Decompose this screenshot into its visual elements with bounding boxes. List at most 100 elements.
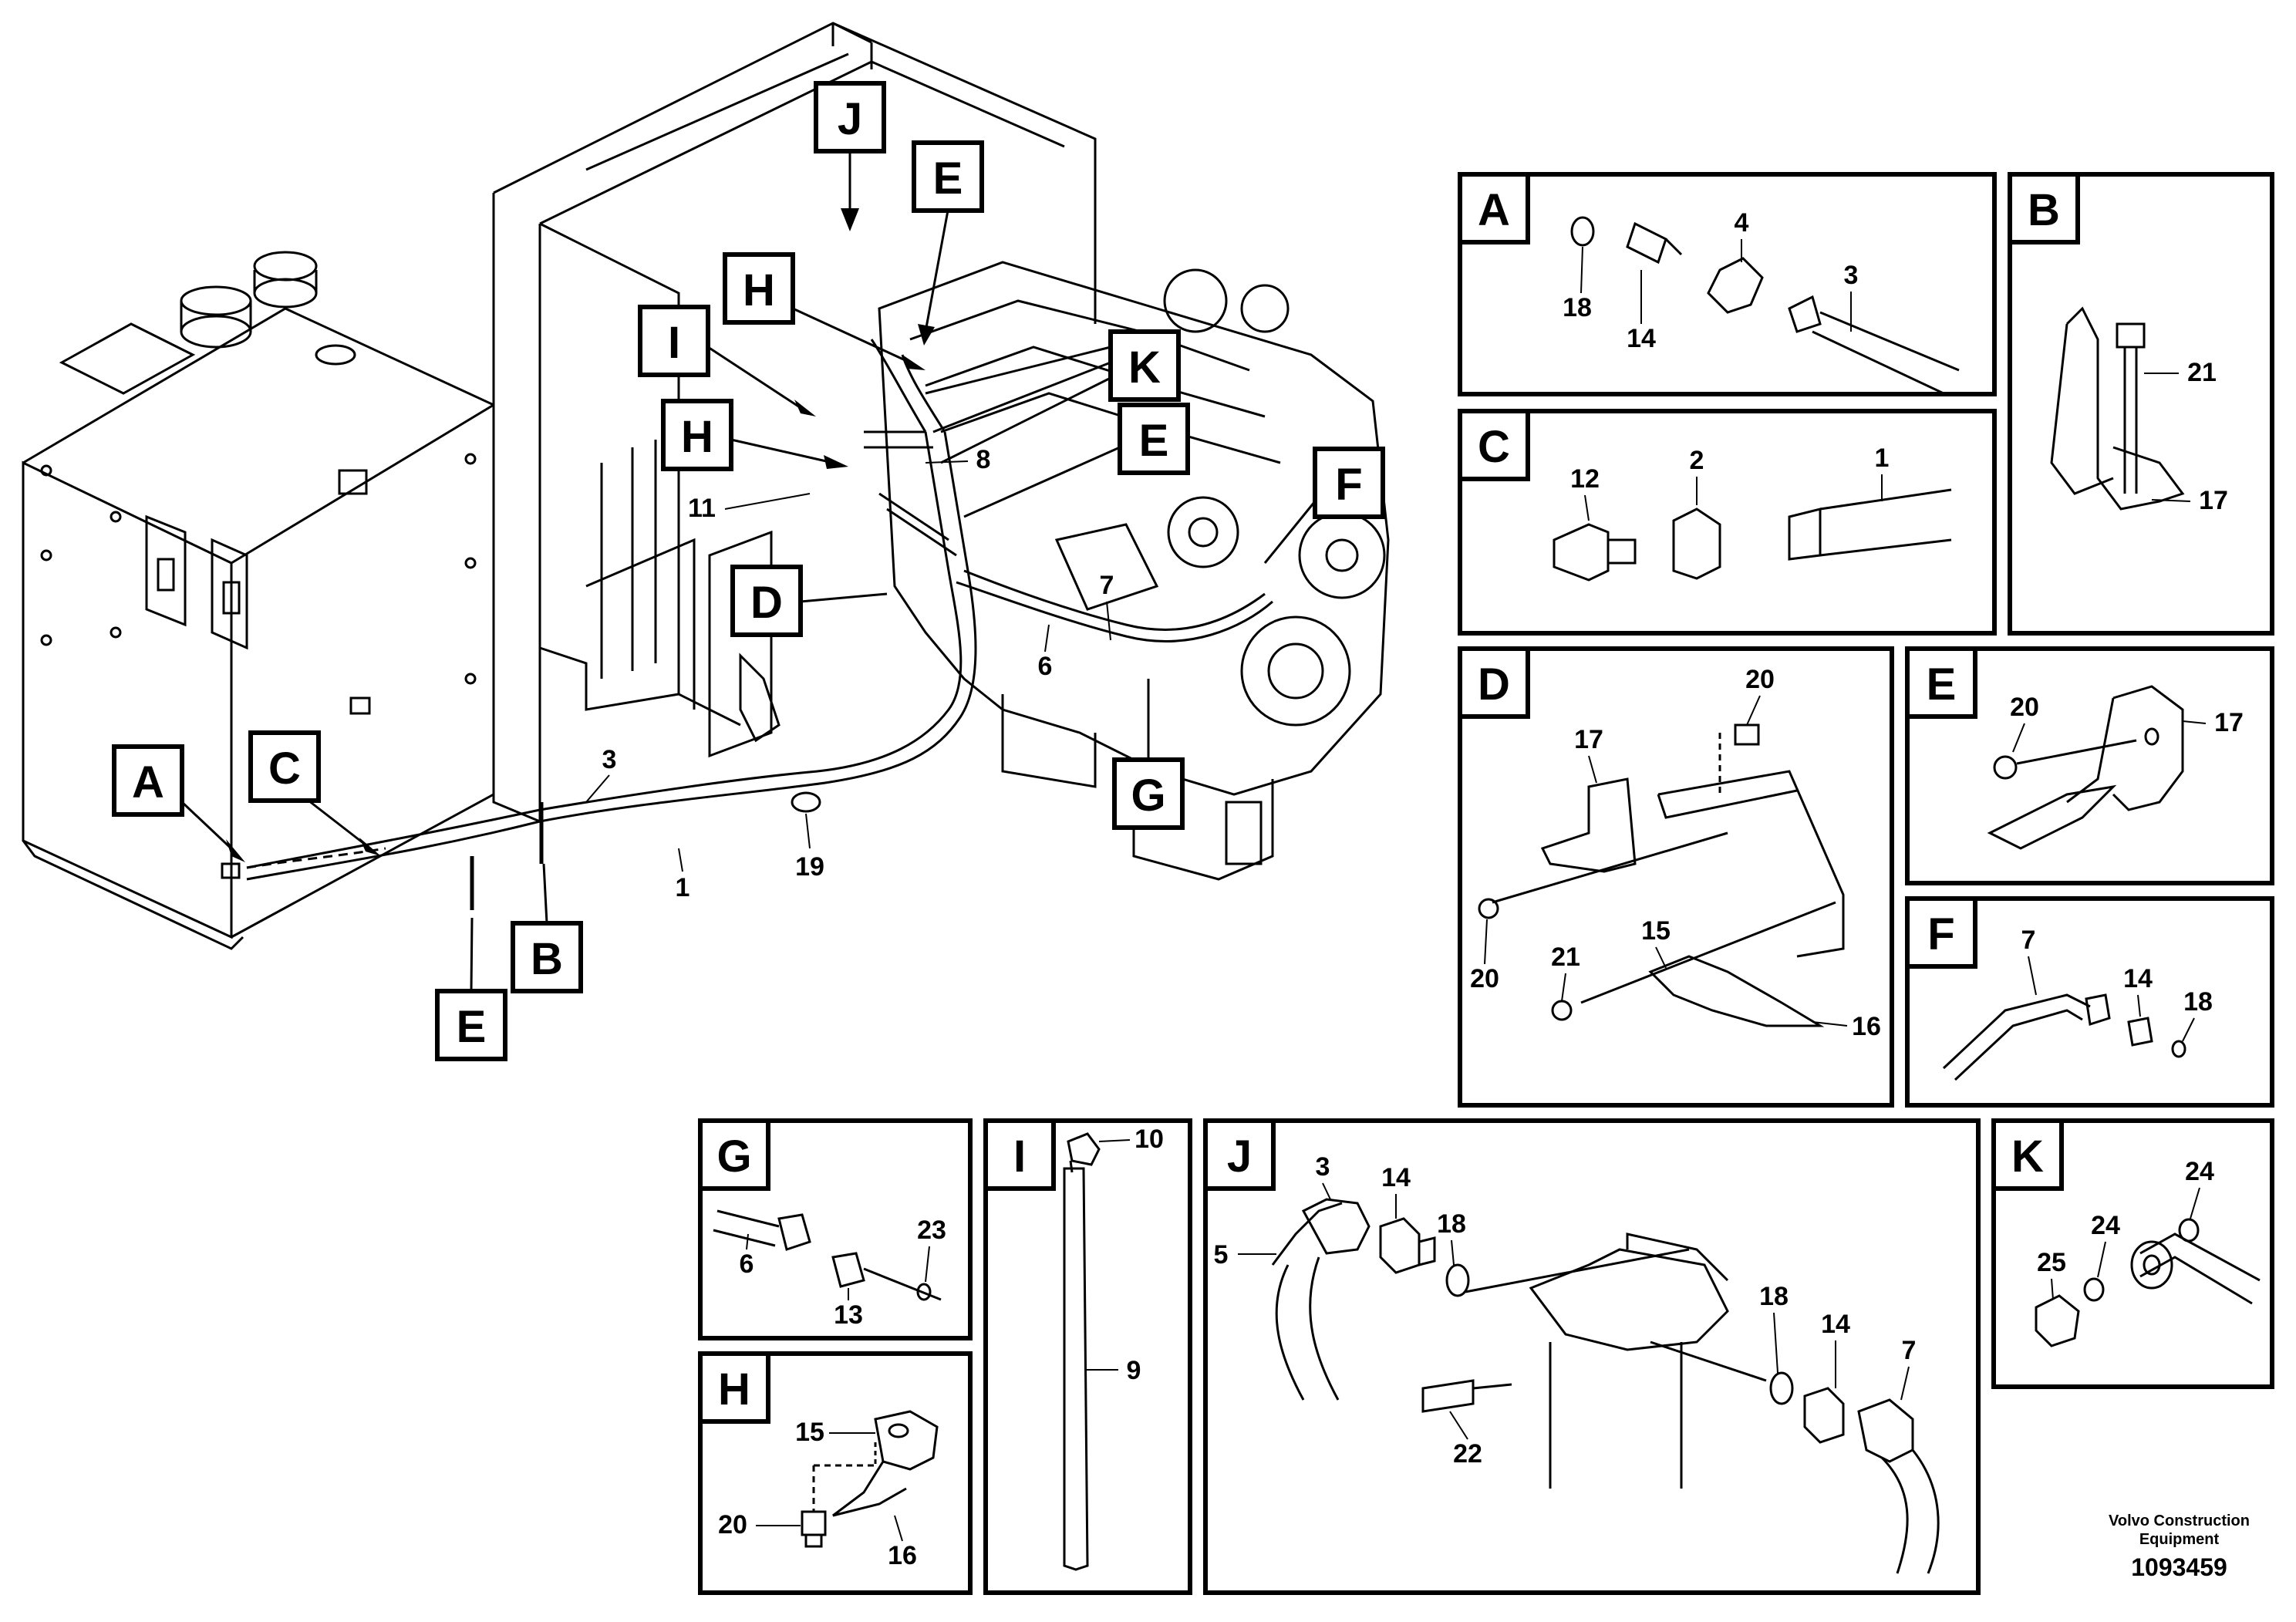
footer-drawing-number: 1093459: [2131, 1553, 2227, 1581]
detail-H: H 15 20 16: [698, 1351, 973, 1595]
main-callout-19: 19: [795, 852, 824, 882]
callout-letter-D: D: [750, 578, 783, 628]
detail-K: K 24 24 25: [1991, 1118, 2274, 1389]
detail-C-1: 1: [1875, 443, 1890, 473]
detail-J-7: 7: [1902, 1336, 1917, 1365]
fuel-lines: [246, 339, 1273, 910]
callout-box-C: [248, 730, 321, 803]
detail-D-17: 17: [1574, 725, 1603, 754]
detail-D: D 20 17 15 20 21 16: [1458, 646, 1894, 1108]
callout-letter-K: K: [1128, 342, 1161, 393]
detail-K-letter: K: [2011, 1131, 2044, 1182]
main-callout-11: 11: [688, 494, 716, 523]
detail-K-25: 25: [2037, 1248, 2066, 1277]
detail-H-20: 20: [718, 1510, 747, 1539]
detail-D-letter: D: [1478, 659, 1510, 710]
detail-J-18-right: 18: [1759, 1282, 1789, 1311]
main-callout-7: 7: [1100, 571, 1114, 600]
engine-drawing: [739, 261, 1390, 881]
detail-G-23: 23: [917, 1216, 946, 1245]
detail-I-letter: I: [1013, 1131, 1026, 1182]
detail-H-15: 15: [795, 1418, 824, 1447]
detail-B-17: 17: [2199, 486, 2228, 515]
callout-letter-I: I: [668, 318, 680, 368]
detail-J-letter: J: [1227, 1131, 1252, 1182]
detail-C-letter: C: [1478, 422, 1510, 472]
detail-F: F 7 14 18: [1905, 896, 2274, 1108]
detail-B-21: 21: [2187, 358, 2217, 387]
detail-F-14: 14: [2123, 964, 2153, 993]
main-assembly: [22, 22, 1390, 950]
callout-letter-E-mid: E: [1139, 416, 1169, 466]
detail-C-12: 12: [1570, 464, 1600, 494]
footer-brand-line1: Volvo Construction: [2109, 1512, 2250, 1529]
main-callout-8: 8: [976, 445, 991, 474]
footer: Volvo Construction Equipment 1093459: [2109, 1512, 2250, 1582]
fuel-tank-drawing: [22, 251, 495, 950]
detail-C: C 12 2 1: [1458, 409, 1997, 636]
detail-E-17: 17: [2214, 708, 2244, 737]
detail-G: G 6 23 13: [698, 1118, 973, 1340]
callout-box-G: [1112, 757, 1185, 830]
detail-D-21: 21: [1551, 943, 1580, 972]
detail-J-14-left: 14: [1381, 1163, 1411, 1192]
detail-A: A 18 14 4 3: [1458, 172, 1997, 396]
detail-I: I 10 9: [983, 1118, 1192, 1595]
callout-box-F: [1313, 447, 1385, 519]
callout-letter-C: C: [268, 744, 301, 794]
detail-A-letter: A: [1478, 185, 1510, 235]
detail-I-9: 9: [1127, 1356, 1141, 1385]
detail-B: B 21 17: [2008, 172, 2274, 636]
callout-box-H-top: [723, 252, 795, 325]
detail-H-letter: H: [718, 1364, 750, 1415]
detail-E-20: 20: [2010, 693, 2039, 722]
detail-E-letter: E: [1927, 659, 1957, 710]
detail-J-18-left: 18: [1437, 1209, 1466, 1239]
detail-J-3: 3: [1316, 1152, 1330, 1182]
footer-brand-line2: Equipment: [2139, 1531, 2220, 1548]
detail-F-letter: F: [1927, 909, 1954, 959]
detail-A-4: 4: [1735, 208, 1749, 238]
detail-J-5: 5: [1214, 1240, 1229, 1270]
main-callout-6: 6: [1038, 652, 1053, 681]
detail-G-letter: G: [716, 1131, 751, 1182]
detail-J: J 3 14 5 18 18: [1203, 1118, 1981, 1595]
callout-letter-E-top: E: [933, 153, 963, 204]
detail-K-24-top: 24: [2185, 1157, 2214, 1186]
detail-I-10: 10: [1135, 1125, 1164, 1154]
callout-letter-J: J: [838, 94, 862, 144]
detail-B-letter: B: [2028, 185, 2060, 235]
detail-D-20-bottom: 20: [1470, 964, 1499, 993]
frame-drawing: [492, 22, 1097, 824]
detail-A-18: 18: [1563, 293, 1592, 322]
callout-letter-E-bottom: E: [457, 1002, 487, 1052]
detail-A-14: 14: [1627, 324, 1656, 353]
detail-D-20-top: 20: [1745, 665, 1775, 694]
detail-A-3: 3: [1844, 261, 1859, 290]
callout-box-I: [638, 305, 710, 377]
detail-J-22: 22: [1453, 1439, 1482, 1469]
detail-J-14-right: 14: [1821, 1310, 1850, 1339]
callout-letter-B: B: [531, 934, 563, 984]
detail-E: E 20 17: [1905, 646, 2274, 885]
detail-F-18: 18: [2183, 987, 2213, 1017]
callout-box-A: [112, 744, 184, 817]
detail-K-24-mid: 24: [2091, 1211, 2120, 1240]
main-callout-3: 3: [602, 745, 617, 774]
callout-letter-A: A: [132, 757, 164, 808]
detail-C-2: 2: [1690, 446, 1704, 475]
callout-letter-G: G: [1131, 771, 1165, 821]
callout-box-E-mid: [1118, 403, 1190, 475]
detail-G-13: 13: [834, 1300, 863, 1330]
detail-F-7: 7: [2021, 926, 2036, 955]
detail-D-16: 16: [1852, 1012, 1881, 1041]
callout-box-H-lower: [661, 399, 733, 471]
main-callouts: J E H I H K E F: [112, 81, 1385, 1061]
callout-box-K: [1108, 329, 1181, 402]
main-callout-1: 1: [676, 873, 690, 902]
detail-D-15: 15: [1641, 916, 1671, 946]
detail-H-16: 16: [888, 1541, 917, 1570]
callout-letter-H-top: H: [743, 265, 775, 315]
callout-letter-F: F: [1335, 460, 1362, 510]
